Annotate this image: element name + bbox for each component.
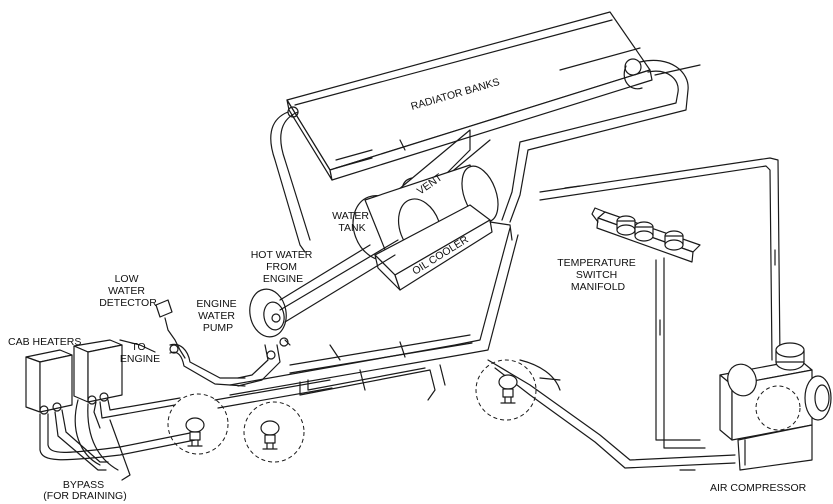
radiator-banks <box>286 11 653 181</box>
pipe-radiator-left <box>270 111 311 253</box>
label-engine-water-pump: ENGINE WATER PUMP <box>196 298 239 334</box>
label-air-compressor: AIR COMPRESSOR <box>710 482 807 494</box>
cab-heater-left <box>25 349 73 413</box>
engine-water-pump <box>249 239 399 338</box>
label-temperature-switch-manifold: TEMPERATURE SWITCH MANIFOLD <box>557 257 638 293</box>
pipe-heater-bypass <box>39 379 333 481</box>
pipe-to-compressor <box>487 257 736 471</box>
pipe-to-engine <box>169 343 246 387</box>
label-bypass: BYPASS (FOR DRAINING) <box>43 479 126 502</box>
valve-2 <box>243 401 305 463</box>
low-water-detector <box>155 299 186 359</box>
pipe-radiator-right <box>501 59 701 223</box>
valve-1 <box>167 393 229 455</box>
label-cab-heaters: CAB HEATERS <box>8 336 81 348</box>
cab-heater-right <box>73 339 123 403</box>
pipe-radiator-compressor <box>539 157 781 361</box>
valve-3 <box>475 359 537 421</box>
label-water-tank: WATER TANK <box>332 210 372 234</box>
water-tank <box>352 164 499 263</box>
air-compressor <box>719 342 832 471</box>
temperature-switch-manifold <box>591 207 701 263</box>
pipe-pump-down <box>237 337 291 387</box>
label-hot-water: HOT WATER FROM ENGINE <box>251 249 316 285</box>
pipe-heater-engine <box>119 339 156 353</box>
label-to-engine: TO ENGINE <box>120 341 160 365</box>
label-low-water-detector: LOW WATER DETECTOR <box>99 273 157 309</box>
